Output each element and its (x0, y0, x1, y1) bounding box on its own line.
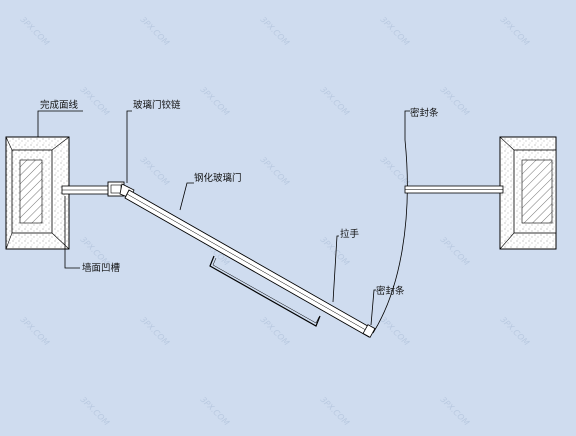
watermark-text: 3PX.COM (139, 155, 171, 187)
left-wall (5, 136, 70, 250)
watermark-text: 3PX.COM (379, 15, 411, 47)
watermark-text: 3PX.COM (379, 315, 411, 347)
watermark-text: 3PX.COM (259, 315, 291, 347)
left-fixed-glass (61, 185, 111, 195)
label-seal-strip-door: 密封条 (376, 285, 405, 297)
watermark-text: 3PX.COM (319, 395, 351, 427)
label-glass-hinge: 玻璃门铰链 (133, 99, 181, 111)
watermark-text: 3PX.COM (499, 315, 531, 347)
glass-hinge (107, 181, 135, 199)
right-seal-strip (404, 185, 504, 194)
watermark-text: 3PX.COM (439, 235, 471, 267)
door-swing-arc (372, 139, 408, 334)
watermark-text: 3PX.COM (19, 315, 51, 347)
watermark-text: 3PX.COM (319, 85, 351, 117)
watermark-text: 3PX.COM (139, 315, 171, 347)
right-wall (499, 136, 557, 250)
watermark-text: 3PX.COM (259, 155, 291, 187)
watermark-text: 3PX.COM (199, 395, 231, 427)
label-wall-groove: 墙面凹槽 (82, 262, 121, 274)
watermark-text: 3PX.COM (199, 85, 231, 117)
watermark-text: 3PX.COM (499, 15, 531, 47)
door-handle (209, 255, 321, 327)
watermark-text: 3PX.COM (259, 15, 291, 47)
tempered-glass-door (124, 189, 376, 338)
label-finish-line: 完成面线 (40, 99, 79, 111)
watermark-text: 3PX.COM (19, 15, 51, 47)
watermark-text: 3PX.COM (379, 155, 411, 187)
label-seal-strip-top: 密封条 (410, 107, 439, 119)
label-tempered-glass-door: 钢化玻璃门 (194, 172, 242, 184)
watermark-text: 3PX.COM (79, 395, 111, 427)
label-handle: 拉手 (340, 228, 360, 240)
watermark-text: 3PX.COM (79, 85, 111, 117)
watermark-text: 3PX.COM (139, 15, 171, 47)
watermark-layer: 3PX.COM 3PX.COM 3PX.COM 3PX.COM 3PX.COM 3PX.C… (19, 15, 531, 427)
watermark-text: 3PX.COM (439, 85, 471, 117)
leader-lines (37, 110, 410, 326)
watermark-text: 3PX.COM (439, 395, 471, 427)
